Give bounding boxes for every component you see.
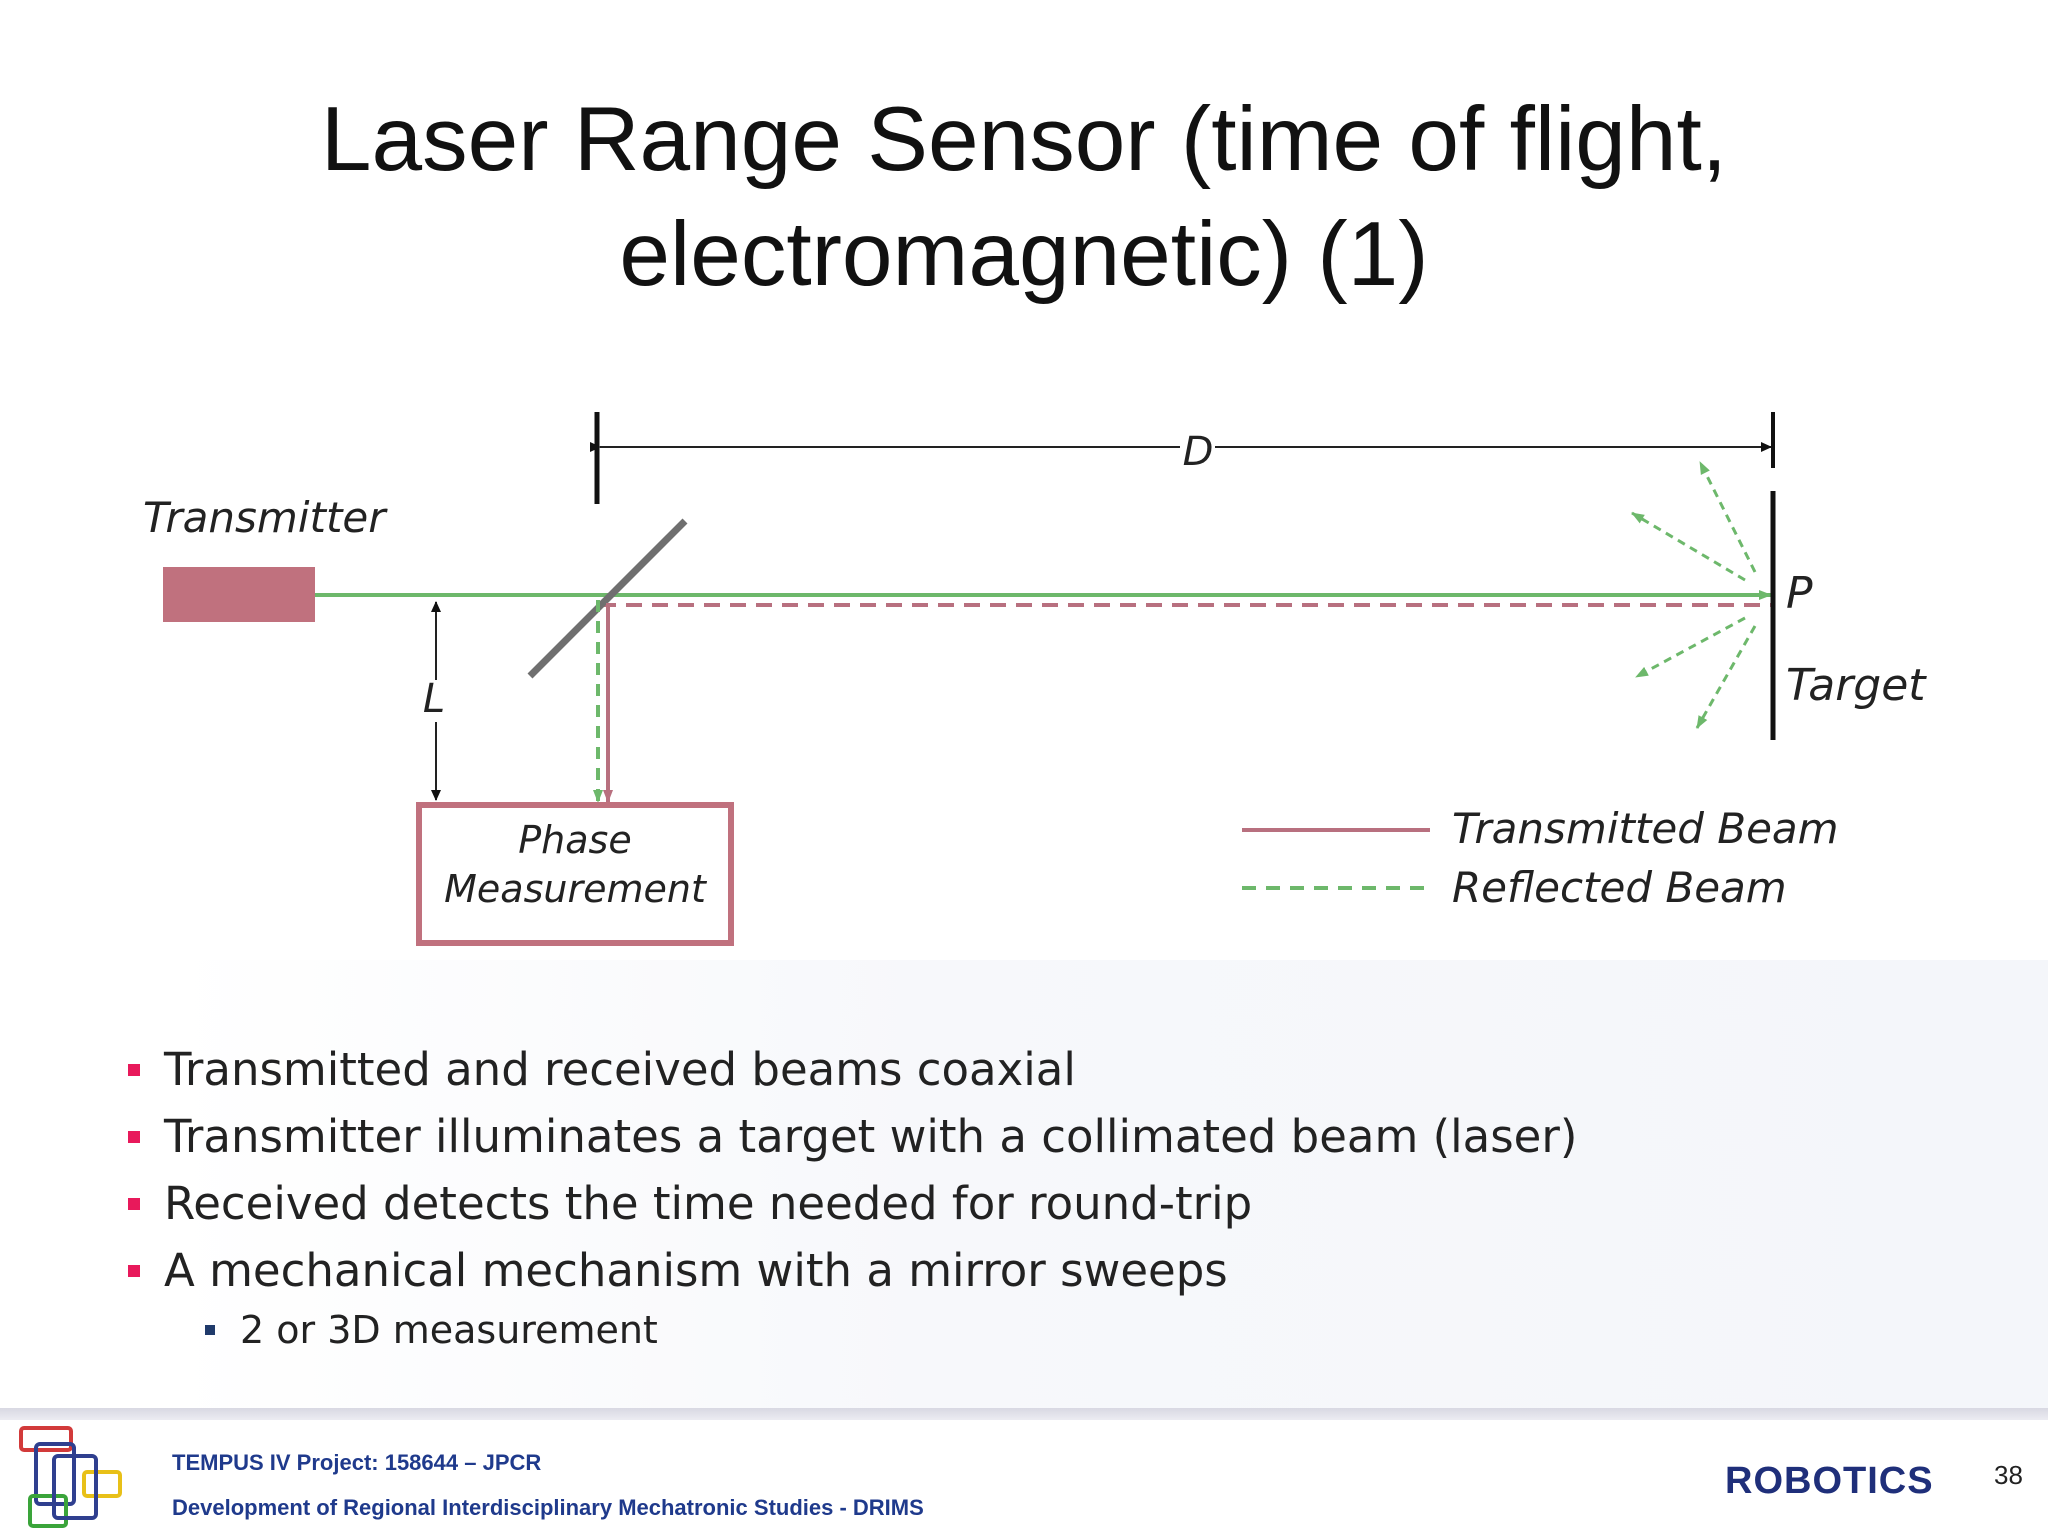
sub-bullet-list: 2 or 3D measurement <box>202 1302 658 1358</box>
slide-title-line-2: electromagnetic) (1) <box>619 204 1429 305</box>
box-label-line-2: Measurement <box>444 867 708 911</box>
sub-bullet-text: 2 or 3D measurement <box>240 1308 658 1352</box>
scatter-ray-1 <box>1698 461 1757 573</box>
legend-reflected-label: Reflected Beam <box>1452 863 1787 912</box>
footer-divider <box>0 1408 2048 1420</box>
laser-range-diagram: D Transmitter L Phase Measurement P Targ… <box>143 412 1927 946</box>
slide-title: Laser Range Sensor (time of flight, elec… <box>0 82 2048 312</box>
bullet-item: Transmitted and received beams coaxial <box>122 1036 1622 1103</box>
label-l: L <box>423 676 445 722</box>
legend: Transmitted Beam Reflected Beam <box>1242 804 1839 912</box>
box-label-line-1: Phase <box>518 818 631 862</box>
offset-dimension: L <box>423 601 445 801</box>
scatter-ray-2 <box>1631 511 1746 582</box>
footer-program: Development of Regional Interdisciplinar… <box>172 1495 924 1520</box>
footer-project: TEMPUS IV Project: 158644 – JPCR <box>172 1450 542 1475</box>
page-number: 38 <box>1994 1460 2023 1490</box>
label-d: D <box>1183 429 1214 475</box>
bullet-list: Transmitted and received beams coaxial T… <box>122 1036 1622 1304</box>
sub-bullet-item: 2 or 3D measurement <box>202 1302 658 1358</box>
legend-transmitted-label: Transmitted Beam <box>1452 804 1839 853</box>
footer <box>0 1420 2048 1536</box>
scatter-ray-3 <box>1635 616 1746 679</box>
bullet-text: A mechanical mechanism with a mirror swe… <box>164 1244 1228 1297</box>
scattered-light <box>1631 461 1757 729</box>
distance-dimension: D <box>590 412 1775 504</box>
bullet-text: Received detects the time needed for rou… <box>164 1177 1253 1230</box>
bullet-text: Transmitted and received beams coaxial <box>164 1043 1076 1096</box>
bullet-item: Received detects the time needed for rou… <box>122 1170 1622 1237</box>
phase-measurement-box <box>416 802 734 946</box>
diagram-background <box>170 960 2048 1410</box>
beam-splitter-mirror <box>527 518 688 679</box>
bullet-item: Transmitter illuminates a target with a … <box>122 1103 1622 1170</box>
bullet-marker <box>128 1064 140 1076</box>
bullet-item: A mechanical mechanism with a mirror swe… <box>122 1237 1622 1304</box>
bullet-marker <box>128 1265 140 1277</box>
bullet-marker <box>128 1131 140 1143</box>
slide-title-line-1: Laser Range Sensor (time of flight, <box>320 89 1728 190</box>
sub-bullet-marker <box>205 1325 215 1335</box>
label-p: P <box>1786 568 1813 619</box>
transmitter-block <box>163 567 315 622</box>
tempus-logo-icon <box>19 1426 122 1528</box>
label-transmitter: Transmitter <box>143 493 388 542</box>
scatter-ray-4 <box>1695 625 1757 729</box>
course-name: ROBOTICS <box>1725 1460 1934 1502</box>
label-target: Target <box>1786 660 1927 711</box>
bullet-marker <box>128 1198 140 1210</box>
bullet-text: Transmitter illuminates a target with a … <box>164 1110 1578 1163</box>
